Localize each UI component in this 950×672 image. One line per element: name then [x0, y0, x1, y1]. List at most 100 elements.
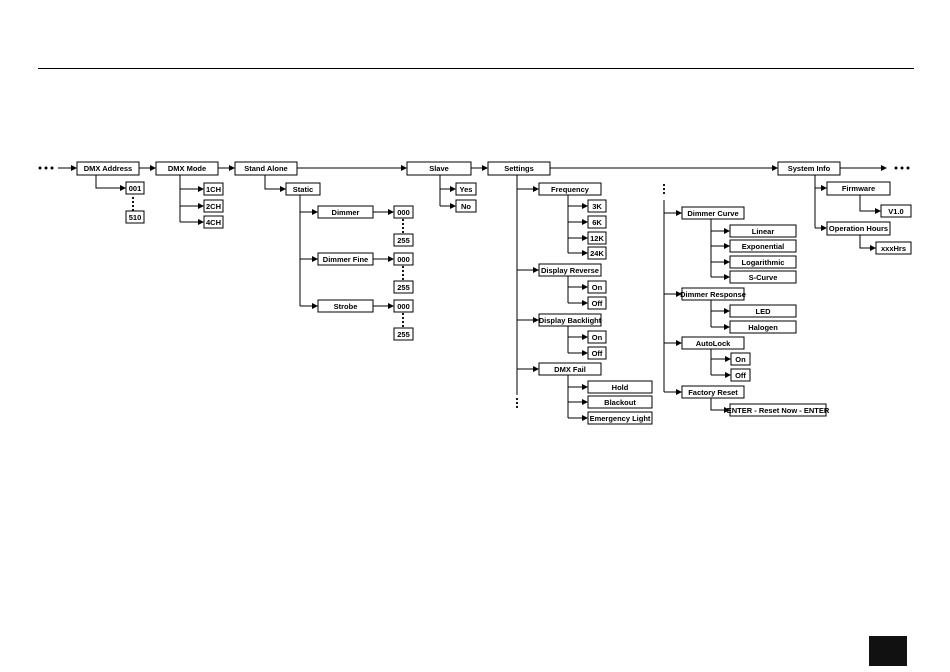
node-static: Static: [285, 182, 321, 196]
svg-text:001: 001: [129, 184, 142, 193]
svg-text:On: On: [735, 355, 746, 364]
node-frequency: Frequency: [538, 182, 602, 196]
option-autolock-on: On: [730, 352, 751, 366]
option-frequency-12k: 12K: [587, 231, 607, 245]
value-dimmer-min: 000: [393, 205, 414, 219]
svg-text:No: No: [461, 202, 471, 211]
svg-text:DMX Address: DMX Address: [84, 164, 132, 173]
svg-text:Dimmer Curve: Dimmer Curve: [687, 209, 738, 218]
option-dimmer-curve-logarithmic: Logarithmic: [729, 255, 797, 269]
svg-text:Factory Reset: Factory Reset: [688, 388, 738, 397]
svg-text:AutoLock: AutoLock: [696, 339, 731, 348]
node-settings: Settings: [487, 161, 551, 176]
svg-text:Dimmer Fine: Dimmer Fine: [323, 255, 368, 264]
option-dmx-mode-1ch: 1CH: [203, 182, 224, 196]
svg-text:Logarithmic: Logarithmic: [742, 258, 785, 267]
node-autolock: AutoLock: [681, 336, 745, 350]
node-dimmer-response: Dimmer Response: [680, 287, 746, 301]
svg-text:Display Reverse: Display Reverse: [541, 266, 599, 275]
svg-text:Off: Off: [735, 371, 746, 380]
svg-text:4CH: 4CH: [206, 218, 221, 227]
node-dmx-fail: DMX Fail: [538, 362, 602, 376]
svg-text:Dimmer Response: Dimmer Response: [680, 290, 746, 299]
svg-text:255: 255: [397, 236, 410, 245]
value-strobe-max: 255: [393, 327, 414, 341]
node-dimmer-fine: Dimmer Fine: [317, 252, 374, 266]
option-autolock-off: Off: [730, 368, 751, 382]
option-display-reverse-off: Off: [587, 296, 607, 310]
svg-text:Stand Alone: Stand Alone: [244, 164, 287, 173]
svg-text:Static: Static: [293, 185, 313, 194]
value-strobe-min: 000: [393, 299, 414, 313]
svg-text:255: 255: [397, 283, 410, 292]
option-dmx-fail-blackout: Blackout: [587, 395, 653, 409]
svg-text:On: On: [592, 333, 603, 342]
svg-text:Exponential: Exponential: [742, 242, 785, 251]
svg-text:On: On: [592, 283, 603, 292]
option-dimmer-curve-exponential: Exponential: [729, 239, 797, 253]
option-dmx-mode-2ch: 2CH: [203, 199, 224, 213]
svg-text:000: 000: [397, 255, 410, 264]
option-dmx-fail-hold: Hold: [587, 380, 653, 394]
svg-text:xxxHrs: xxxHrs: [881, 244, 906, 253]
svg-text:000: 000: [397, 208, 410, 217]
option-dmx-fail-emergency-light: Emergency Light: [587, 411, 653, 425]
svg-text:Slave: Slave: [429, 164, 449, 173]
svg-text:24K: 24K: [590, 249, 604, 258]
svg-text:Settings: Settings: [504, 164, 534, 173]
svg-text:DMX Mode: DMX Mode: [168, 164, 206, 173]
svg-text:V1.0: V1.0: [888, 207, 903, 216]
node-dimmer-curve: Dimmer Curve: [681, 206, 745, 220]
value-dimmer-max: 255: [393, 233, 414, 247]
node-firmware: Firmware: [826, 181, 891, 196]
svg-text:Emergency Light: Emergency Light: [590, 414, 651, 423]
svg-text:Linear: Linear: [752, 227, 775, 236]
option-slave-yes: Yes: [455, 182, 477, 196]
svg-text:Dimmer: Dimmer: [332, 208, 360, 217]
value-dimmer-fine-min: 000: [393, 252, 414, 266]
node-slave: Slave: [406, 161, 472, 176]
option-display-backlight-off: Off: [587, 346, 607, 360]
option-dimmer-response-led: LED: [729, 304, 797, 318]
node-operation-hours: Operation Hours: [826, 221, 891, 236]
svg-text:LED: LED: [756, 307, 772, 316]
node-system-info: System Info: [777, 161, 841, 176]
svg-text:Strobe: Strobe: [334, 302, 358, 311]
value-dmx-address-max: 510: [125, 210, 145, 224]
option-factory-reset-confirm: ENTER - Reset Now - ENTER: [727, 403, 830, 417]
option-dimmer-curve-linear: Linear: [729, 224, 797, 238]
svg-text:ENTER - Reset Now - ENTER: ENTER - Reset Now - ENTER: [727, 406, 830, 415]
option-dmx-mode-4ch: 4CH: [203, 215, 224, 229]
svg-text:Off: Off: [592, 349, 603, 358]
svg-text:2CH: 2CH: [206, 202, 221, 211]
option-slave-no: No: [455, 199, 477, 213]
value-dimmer-fine-max: 255: [393, 280, 414, 294]
value-operation-hours: xxxHrs: [875, 241, 912, 255]
svg-text:12K: 12K: [590, 234, 604, 243]
svg-text:Off: Off: [592, 299, 603, 308]
node-dmx-mode: DMX Mode: [155, 161, 219, 176]
header-rule: [38, 68, 914, 69]
option-frequency-6k: 6K: [587, 215, 607, 229]
svg-text:DMX Fail: DMX Fail: [554, 365, 586, 374]
value-firmware-version: V1.0: [880, 204, 912, 218]
svg-text:S-Curve: S-Curve: [749, 273, 778, 282]
option-display-backlight-on: On: [587, 330, 607, 344]
svg-text:Operation Hours: Operation Hours: [829, 224, 888, 233]
option-frequency-24k: 24K: [587, 246, 607, 260]
svg-text:255: 255: [397, 330, 410, 339]
svg-text:System Info: System Info: [788, 164, 831, 173]
node-display-reverse: Display Reverse: [538, 263, 602, 277]
option-dimmer-curve-s-curve: S-Curve: [729, 270, 797, 284]
node-dmx-address: DMX Address: [76, 161, 140, 176]
svg-text:1CH: 1CH: [206, 185, 221, 194]
svg-text:Yes: Yes: [460, 185, 473, 194]
svg-text:Hold: Hold: [612, 383, 629, 392]
node-stand-alone: Stand Alone: [234, 161, 298, 176]
svg-text:6K: 6K: [592, 218, 602, 227]
option-dimmer-response-halogen: Halogen: [729, 320, 797, 334]
svg-text:3K: 3K: [592, 202, 602, 211]
svg-text:000: 000: [397, 302, 410, 311]
svg-text:Frequency: Frequency: [551, 185, 590, 194]
